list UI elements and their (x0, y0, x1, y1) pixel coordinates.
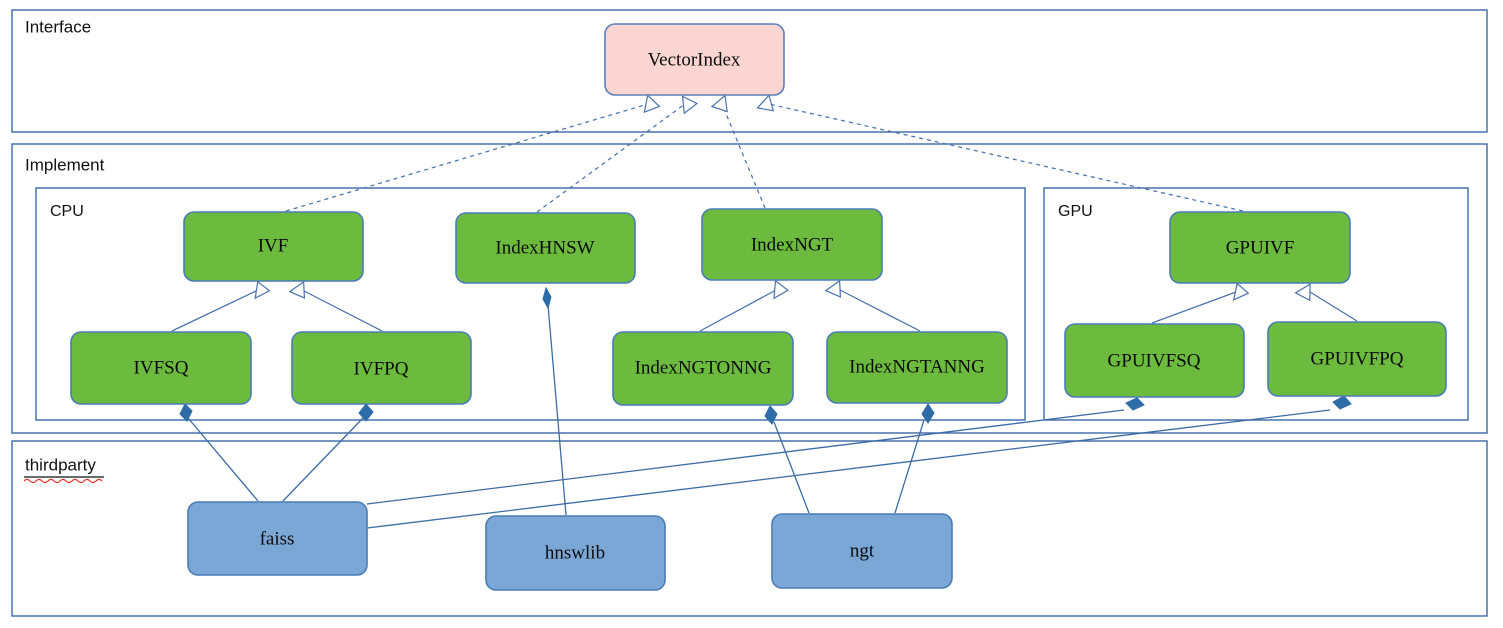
edge-indexhnsw-to-vectorindex-arrowhead (681, 95, 699, 115)
node-ivfsq-rect[interactable] (70, 331, 252, 405)
node-ivfsq-label: IVFSQ (134, 357, 189, 378)
node-faiss-label: faiss (260, 528, 295, 549)
edge-gpuivfpq-to-gpuivf (1309, 291, 1358, 322)
node-ngt[interactable]: ngt (771, 513, 953, 589)
edge-faiss-to-gpuivfsq (366, 409, 1125, 505)
node-indexngt-label: IndexNGT (751, 234, 834, 255)
node-indexngtanng-label: IndexNGTANNG (849, 356, 985, 377)
node-indexhnsw-rect[interactable] (455, 212, 636, 284)
edge-indexhnsw-to-vectorindex (536, 103, 686, 213)
edge-hnswlib-to-indexhnsw-diamond (542, 286, 552, 310)
edge-ngt-to-indexngtonng-diamond (764, 405, 778, 425)
node-gpuivfsq-rect[interactable] (1064, 323, 1245, 398)
node-gpuivfpq-rect[interactable] (1267, 321, 1447, 397)
edge-ngt-to-indexngtonng (773, 421, 810, 514)
edge-hnswlib-to-indexhnsw (547, 304, 567, 516)
edge-indexngtanng-to-indexngt-arrowhead (824, 279, 842, 298)
node-ivf-label: IVF (258, 235, 289, 256)
edge-indexngt-to-vectorindex (721, 103, 766, 209)
node-gpuivfpq[interactable]: GPUIVFPQ (1267, 321, 1447, 397)
node-indexngtonng-rect[interactable] (612, 331, 794, 406)
node-vectorindex-label: VectorIndex (648, 49, 741, 70)
node-hnswlib-label: hnswlib (545, 542, 605, 563)
edge-indexngtanng-to-indexngt (839, 289, 921, 332)
node-indexngtonng[interactable]: IndexNGTONNG (612, 331, 794, 406)
node-indexngtonng-label: IndexNGTONNG (635, 357, 772, 378)
edge-faiss-to-ivfpq-diamond (358, 403, 374, 422)
edge-indexngt-to-vectorindex-arrowhead (710, 94, 728, 113)
edge-faiss-to-gpuivfsq-diamond (1125, 397, 1145, 411)
node-ngt-label: ngt (850, 540, 875, 561)
node-hnswlib-rect[interactable] (485, 515, 666, 591)
node-vectorindex[interactable]: VectorIndex (604, 23, 785, 96)
edge-faiss-to-ivfpq (282, 417, 364, 502)
edge-gpuivfsq-to-gpuivf (1151, 291, 1237, 324)
edge-indexngtonng-to-indexngt-arrowhead (773, 279, 790, 300)
edge-ivfsq-to-ivf-arrowhead (254, 280, 271, 300)
spellcheck-squiggle-icon (23, 478, 103, 484)
node-gpuivf-rect[interactable] (1169, 211, 1351, 284)
node-ivfpq-rect[interactable] (291, 331, 472, 405)
node-indexngtanng-rect[interactable] (826, 331, 1008, 404)
edge-ivf-to-vectorindex (285, 103, 649, 212)
edge-faiss-to-gpuivfpq (366, 409, 1331, 529)
node-indexhnsw-label: IndexHNSW (495, 237, 594, 258)
edge-faiss-to-ivfsq (187, 417, 259, 502)
frame-implement-label: Implement (25, 155, 105, 174)
node-faiss-rect[interactable] (187, 501, 368, 576)
edge-indexngtonng-to-indexngt (699, 289, 777, 332)
node-hnswlib[interactable]: hnswlib (485, 515, 666, 591)
frame-gpu-label: GPU (1058, 203, 1093, 220)
edge-gpuivfpq-to-gpuivf-arrowhead (1294, 283, 1311, 302)
edge-ivfpq-to-ivf-arrowhead (288, 280, 306, 299)
edge-gpuivf-to-vectorindex-arrowhead (756, 94, 775, 112)
node-ivf[interactable]: IVF (183, 211, 364, 282)
node-indexngt-rect[interactable] (701, 208, 883, 281)
edge-group-composition (179, 286, 1352, 529)
edge-faiss-to-ivfsq-diamond (179, 403, 193, 422)
node-vectorindex-rect[interactable] (604, 23, 785, 96)
node-indexhnsw[interactable]: IndexHNSW (455, 212, 636, 284)
frame-cpu-label: CPU (50, 203, 84, 220)
node-indexngtanng[interactable]: IndexNGTANNG (826, 331, 1008, 404)
frame-thirdparty-label: thirdparty (25, 455, 96, 474)
node-ivfsq[interactable]: IVFSQ (70, 331, 252, 405)
edge-gpuivf-to-vectorindex (768, 103, 1244, 212)
node-gpuivfsq-label: GPUIVFSQ (1108, 350, 1201, 371)
node-ivf-rect[interactable] (183, 211, 364, 282)
node-gpuivfsq[interactable]: GPUIVFSQ (1064, 323, 1245, 398)
node-ngt-rect[interactable] (771, 513, 953, 589)
edge-group-realization (285, 94, 1244, 213)
edge-ivfsq-to-ivf (171, 289, 259, 332)
node-gpuivf[interactable]: GPUIVF (1169, 211, 1351, 284)
node-gpuivfpq-label: GPUIVFPQ (1311, 348, 1404, 369)
node-gpuivf-label: GPUIVF (1226, 237, 1295, 258)
edge-ivf-to-vectorindex-arrowhead (643, 94, 661, 113)
node-ivfpq[interactable]: IVFPQ (291, 331, 472, 405)
edge-ivfpq-to-ivf (303, 290, 383, 332)
node-faiss[interactable]: faiss (187, 501, 368, 576)
edge-faiss-to-gpuivfpq-diamond (1332, 395, 1352, 410)
node-indexngt[interactable]: IndexNGT (701, 208, 883, 281)
edge-group-inheritance (171, 279, 1358, 332)
edge-ngt-to-indexngtanng (894, 419, 925, 514)
node-ivfpq-label: IVFPQ (354, 358, 409, 379)
frame-interface-label: Interface (25, 17, 91, 36)
edge-gpuivfsq-to-gpuivf-arrowhead (1232, 282, 1250, 301)
edge-ngt-to-indexngtanng-diamond (921, 403, 935, 424)
